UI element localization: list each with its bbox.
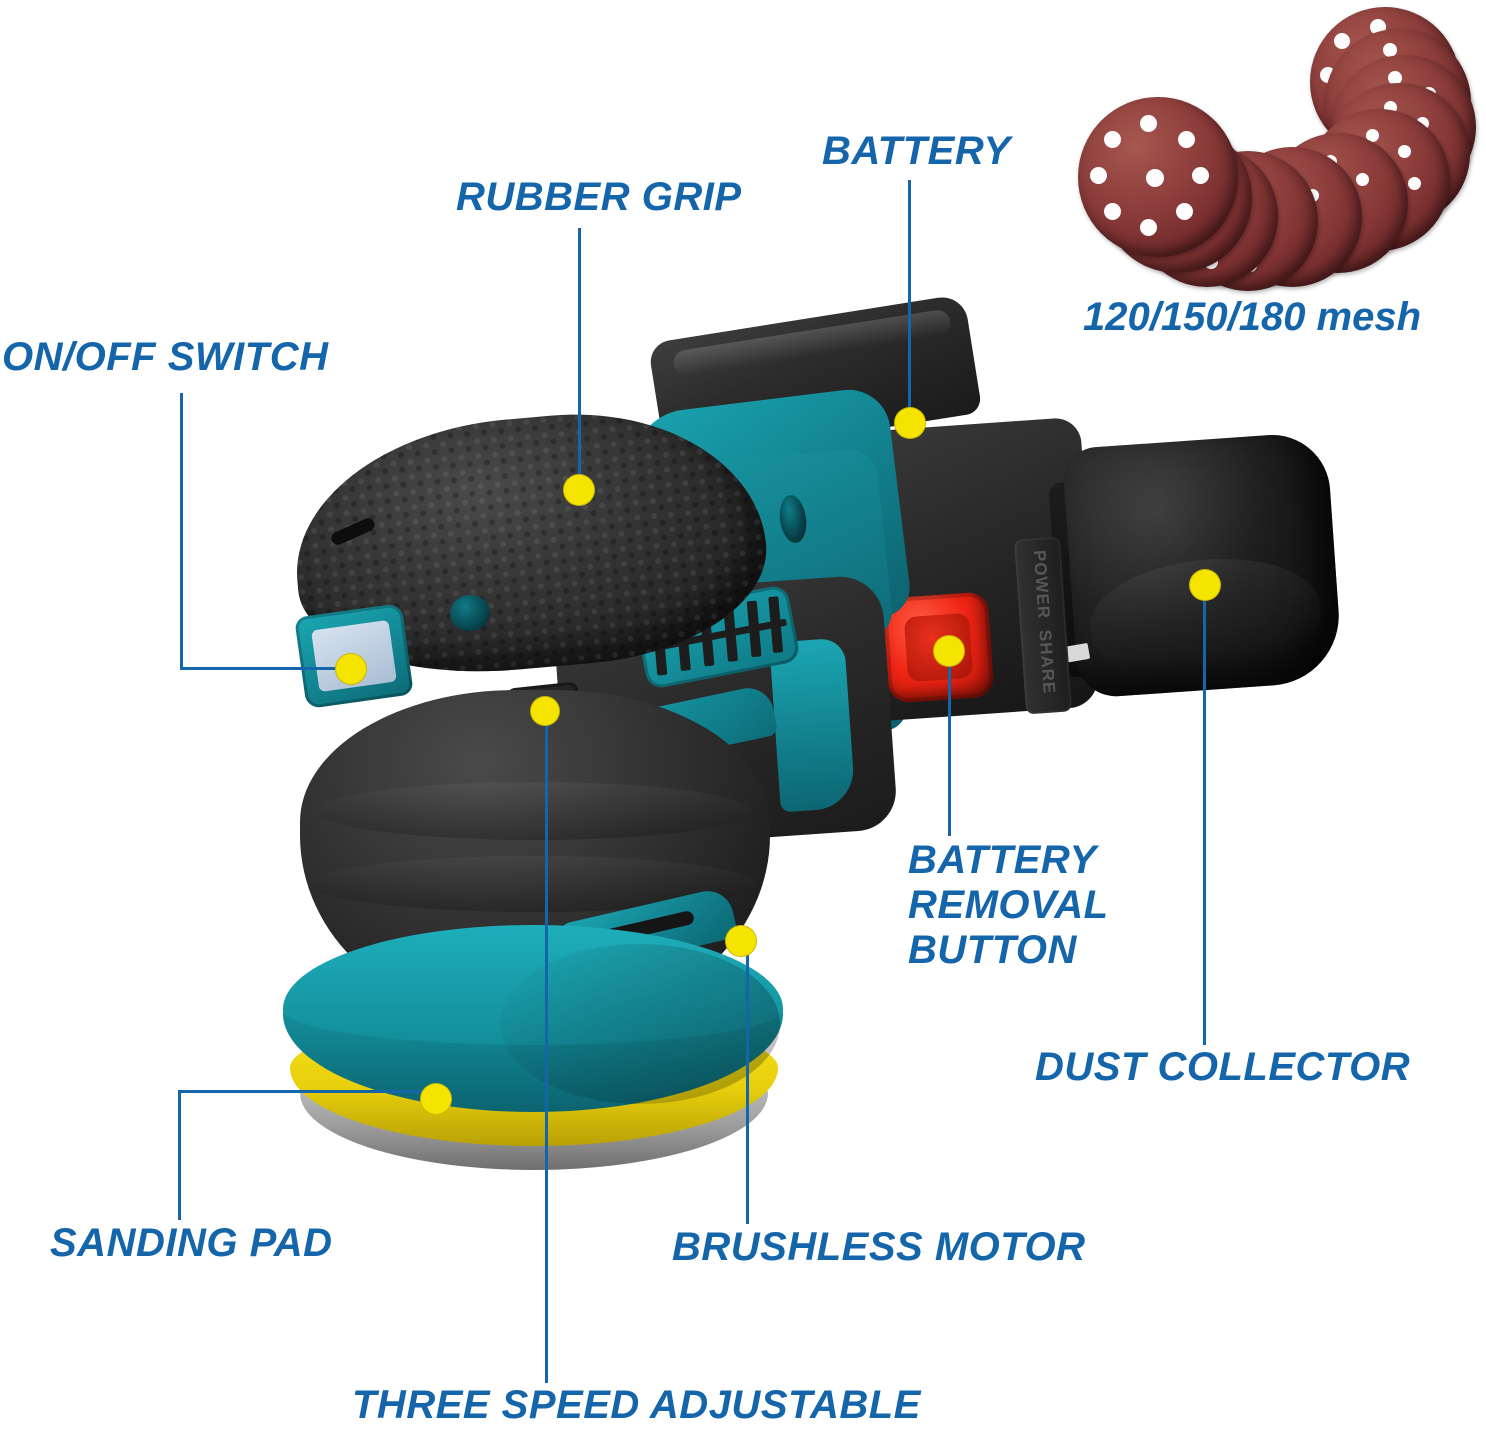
- callout-label-line: BATTERY: [908, 838, 1097, 882]
- callout-label-line: REMOVAL: [908, 882, 1109, 927]
- callout-dot-sanding-pad[interactable]: [421, 1084, 451, 1114]
- sanding-pad-shade: [500, 944, 780, 1104]
- sandpaper-disc: [1078, 97, 1238, 257]
- power-share-line1: POWER: [1029, 549, 1054, 620]
- callout-label-battery: BATTERY: [822, 129, 1011, 173]
- callout-label-rubber-grip: RUBBER GRIP: [456, 175, 742, 219]
- callout-dot-three-speed-adjustable[interactable]: [531, 697, 559, 725]
- leader-three-speed-adjustable: [545, 715, 548, 1383]
- callout-dot-dust-collector[interactable]: [1190, 570, 1220, 600]
- callout-dot-battery[interactable]: [895, 408, 925, 438]
- leader-on-off-switch-vertical: [180, 393, 183, 669]
- sandpaper-discs-group: [1070, 5, 1476, 291]
- callout-label-line: BUTTON: [908, 927, 1077, 972]
- callout-dot-battery-removal-button[interactable]: [934, 636, 964, 666]
- callout-label-sanding-pad: SANDING PAD: [50, 1221, 333, 1265]
- leader-on-off-switch-horizontal: [180, 667, 352, 670]
- leader-battery: [908, 180, 911, 420]
- leader-battery-removal-button: [948, 664, 951, 836]
- leader-dust-collector: [1203, 595, 1206, 1045]
- callout-dot-brushless-motor[interactable]: [726, 926, 756, 956]
- leader-sanding-pad-vertical: [178, 1090, 181, 1220]
- callout-label-three-speed-adjustable: THREE SPEED ADJUSTABLE: [352, 1383, 921, 1427]
- callout-label-on-off-switch: ON/OFF SWITCH: [2, 335, 329, 379]
- housing-ring-1: [318, 782, 750, 840]
- leader-rubber-grip: [578, 228, 581, 488]
- sandpaper-mesh-caption: 120/150/180 mesh: [1083, 295, 1422, 339]
- callout-label-dust-collector: DUST COLLECTOR: [1035, 1045, 1411, 1089]
- callout-dot-on-off-switch[interactable]: [336, 654, 366, 684]
- power-share-line2: SHARE: [1035, 629, 1059, 695]
- leader-sanding-pad-horizontal: [178, 1090, 436, 1093]
- callout-label-battery-removal-button: BATTERY REMOVAL BUTTON: [908, 838, 1168, 972]
- callout-dot-rubber-grip[interactable]: [564, 475, 594, 505]
- leader-brushless-motor: [746, 952, 749, 1224]
- callout-label-brushless-motor: BRUSHLESS MOTOR: [672, 1225, 1086, 1269]
